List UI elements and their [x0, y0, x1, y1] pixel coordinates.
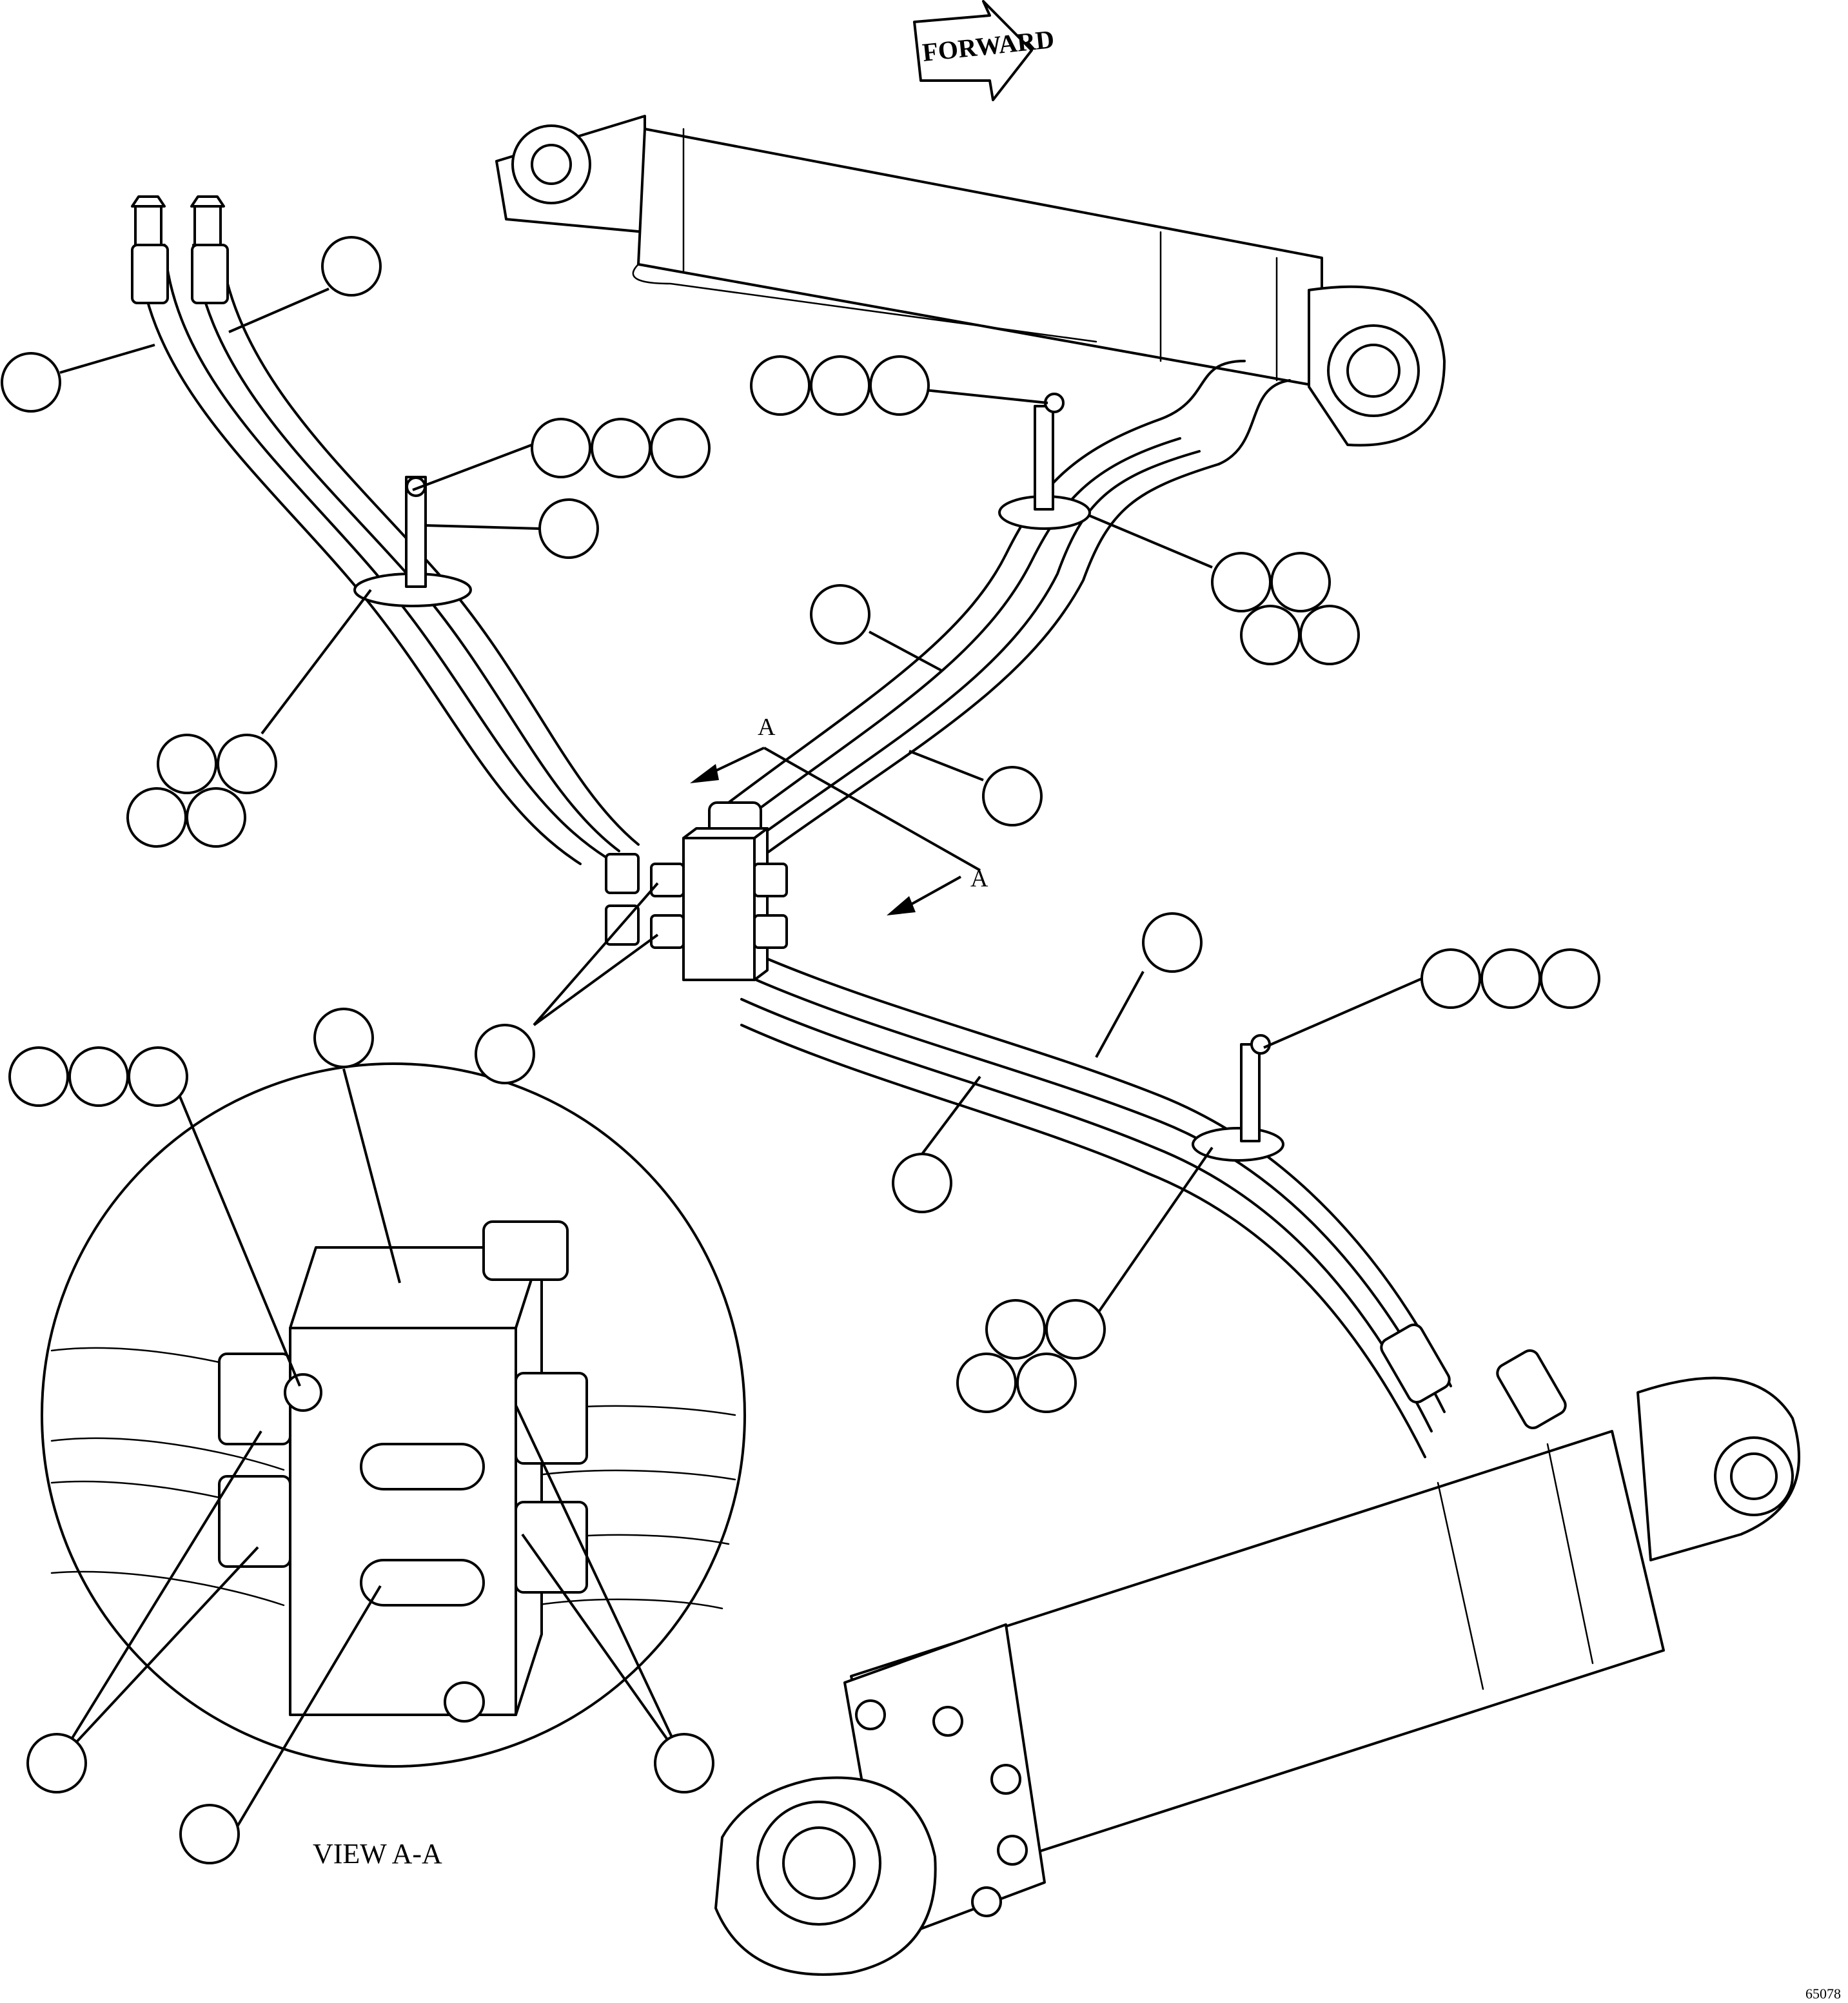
drawing-number: 65078 — [1805, 1986, 1841, 2002]
manifold-block — [605, 827, 788, 981]
callout-balloon — [956, 1353, 1017, 1413]
callout-balloon — [68, 1046, 129, 1107]
callout-balloon — [650, 418, 711, 478]
callout-balloon — [810, 355, 870, 416]
callout-balloon — [1240, 605, 1301, 665]
upper-cylinder — [495, 115, 1446, 447]
forward-arrow: FORWARD — [913, 0, 1056, 101]
callout-balloon — [1270, 552, 1331, 612]
callout-balloon — [475, 1024, 535, 1084]
callout-balloon — [591, 418, 651, 478]
view-caption: VIEW A-A — [313, 1838, 442, 1870]
callout-balloon — [313, 1008, 374, 1068]
callout-balloon — [8, 1046, 69, 1107]
callout-balloon — [750, 355, 811, 416]
callout-balloon — [321, 236, 382, 297]
callout-balloon — [26, 1733, 87, 1793]
callout-balloon — [1045, 1299, 1106, 1360]
callout-balloon — [1211, 552, 1272, 612]
callout-balloon — [217, 734, 277, 794]
callout-balloon — [1299, 605, 1360, 665]
callout-balloon — [810, 584, 870, 645]
callout-balloon — [654, 1733, 714, 1793]
callout-balloon — [128, 1046, 188, 1107]
callout-balloon — [892, 1153, 952, 1213]
callout-leaders — [55, 288, 1422, 1848]
callout-balloon — [157, 734, 217, 794]
right-upper-hose-pair — [708, 360, 1291, 859]
callout-balloon — [1016, 1353, 1077, 1413]
callout-balloon — [531, 418, 591, 478]
callout-balloon — [1, 352, 61, 413]
left-clamp — [353, 476, 472, 607]
section-marker-top: A — [758, 714, 776, 741]
callout-balloon — [1420, 948, 1481, 1009]
callout-balloons — [1, 236, 1600, 1864]
callout-balloon — [982, 766, 1043, 826]
callout-balloon — [126, 787, 187, 848]
view-a-a-detail: VIEW A-A — [41, 1062, 746, 1870]
callout-balloon — [179, 1804, 240, 1864]
callout-balloon — [985, 1299, 1046, 1360]
callout-balloon — [186, 787, 246, 848]
callout-balloon — [1480, 948, 1541, 1009]
callout-balloon — [869, 355, 930, 416]
section-markers: A A — [690, 714, 988, 915]
callout-balloon — [538, 498, 599, 559]
callout-balloon — [1142, 912, 1203, 973]
callout-balloon — [1540, 948, 1600, 1009]
lower-cylinder — [714, 1376, 1800, 1976]
right-lower-hose-pair — [740, 946, 1567, 1458]
